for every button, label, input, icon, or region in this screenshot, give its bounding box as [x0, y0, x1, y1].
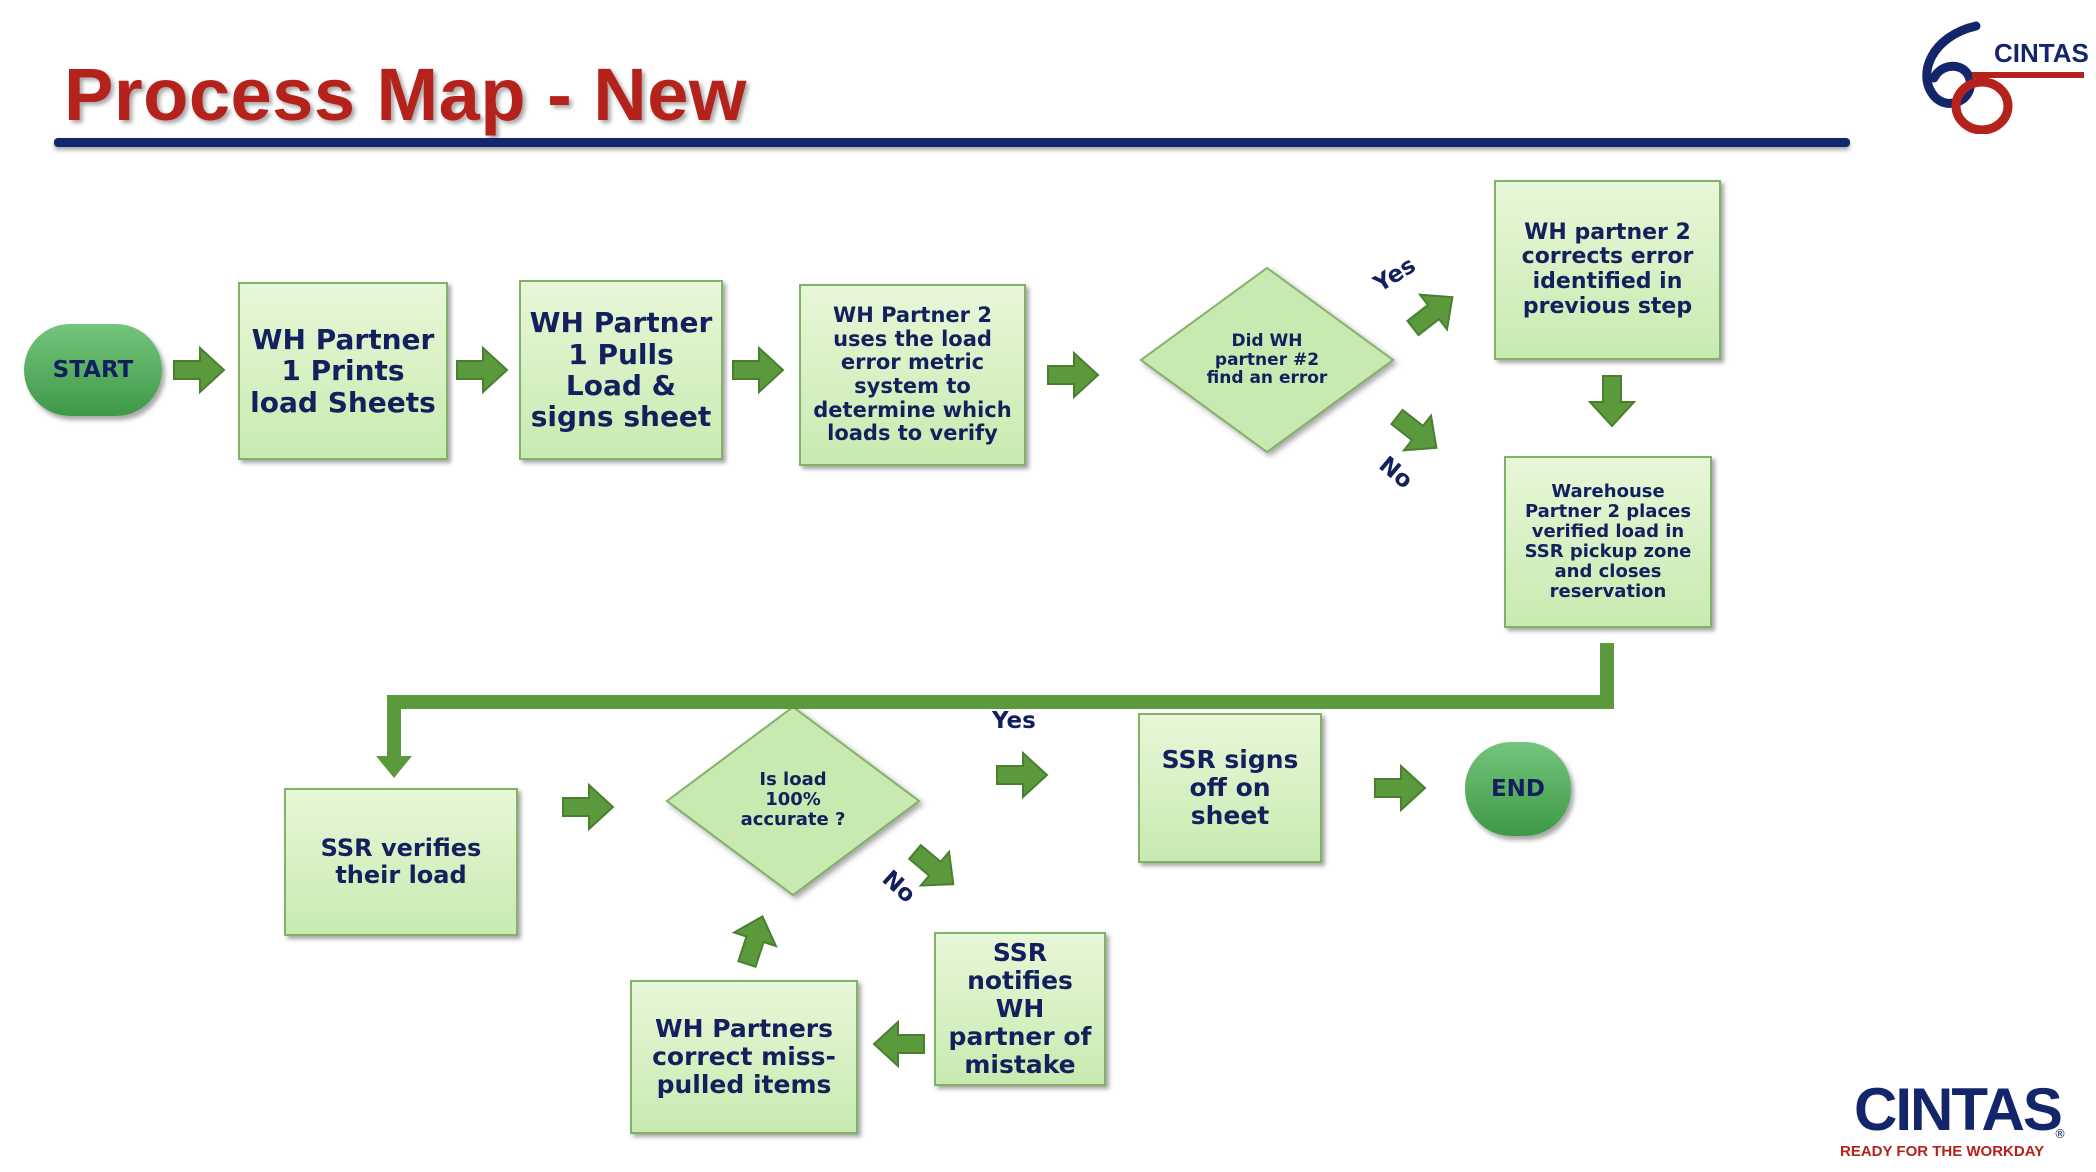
step-place-verified-load: Warehouse Partner 2 places verified load… [1504, 456, 1712, 628]
arrow-step1-to-step2 [456, 347, 508, 393]
step-wh-correct-items: WH Partners correct miss-pulled items [630, 980, 858, 1134]
arrow-signs-to-end [1374, 765, 1426, 811]
decision2-yes-label: Yes [992, 708, 1036, 734]
arrow-yes-to-signs [996, 752, 1048, 798]
step-pull-load-sign: WH Partner 1 Pulls Load & signs sheet [519, 280, 723, 460]
step-load-error-metric: WH Partner 2 uses the load error metric … [799, 284, 1026, 466]
arrow-verify-to-decision [562, 784, 614, 830]
end-terminator: END [1465, 742, 1571, 836]
arrow-notify-to-correct [873, 1021, 925, 1067]
decision-diamond-error [1139, 266, 1395, 454]
cintas-logo-text: CINTAS [1994, 38, 2089, 68]
cintas-tagline: READY FOR THE WORKDAY [1840, 1143, 2045, 1160]
page-title: Process Map - New [64, 53, 747, 136]
title-underline [54, 138, 1850, 147]
elbow-arrowhead [376, 756, 412, 778]
decision-error-text: Did WH partner #2 find an error [1206, 330, 1328, 389]
decision-diamond-accuracy [665, 705, 921, 897]
elbow-connector [387, 643, 1614, 760]
arrow-start-to-step1 [173, 347, 225, 393]
arrow-yes-to-correct [1398, 278, 1467, 347]
start-terminator: START [24, 324, 162, 416]
trademark-symbol: ® [2054, 1127, 2066, 1141]
cintas-bottom-logo: CINTAS ® READY FOR THE WORKDAY [1840, 1075, 2080, 1165]
arrow-correct-to-place [1589, 375, 1635, 427]
step-correct-error: WH partner 2 corrects error identified i… [1494, 180, 1721, 360]
cintas-wordmark: CINTAS [1854, 1076, 2063, 1143]
step-ssr-signs-off: SSR signs off on sheet [1138, 713, 1322, 863]
arrow-step2-to-step3 [732, 347, 784, 393]
step-print-load-sheets: WH Partner 1 Prints load Sheets [238, 282, 448, 460]
step-ssr-verifies: SSR verifies their load [284, 788, 518, 936]
arrow-step3-to-decision [1047, 352, 1099, 398]
arrow-correct-to-decision [725, 908, 785, 972]
cintas-60-logo: CINTAS [1914, 14, 2089, 135]
step-ssr-notifies: SSR notifies WH partner of mistake [934, 932, 1106, 1086]
decision-accuracy-text: Is load 100% accurate ? [740, 769, 846, 830]
